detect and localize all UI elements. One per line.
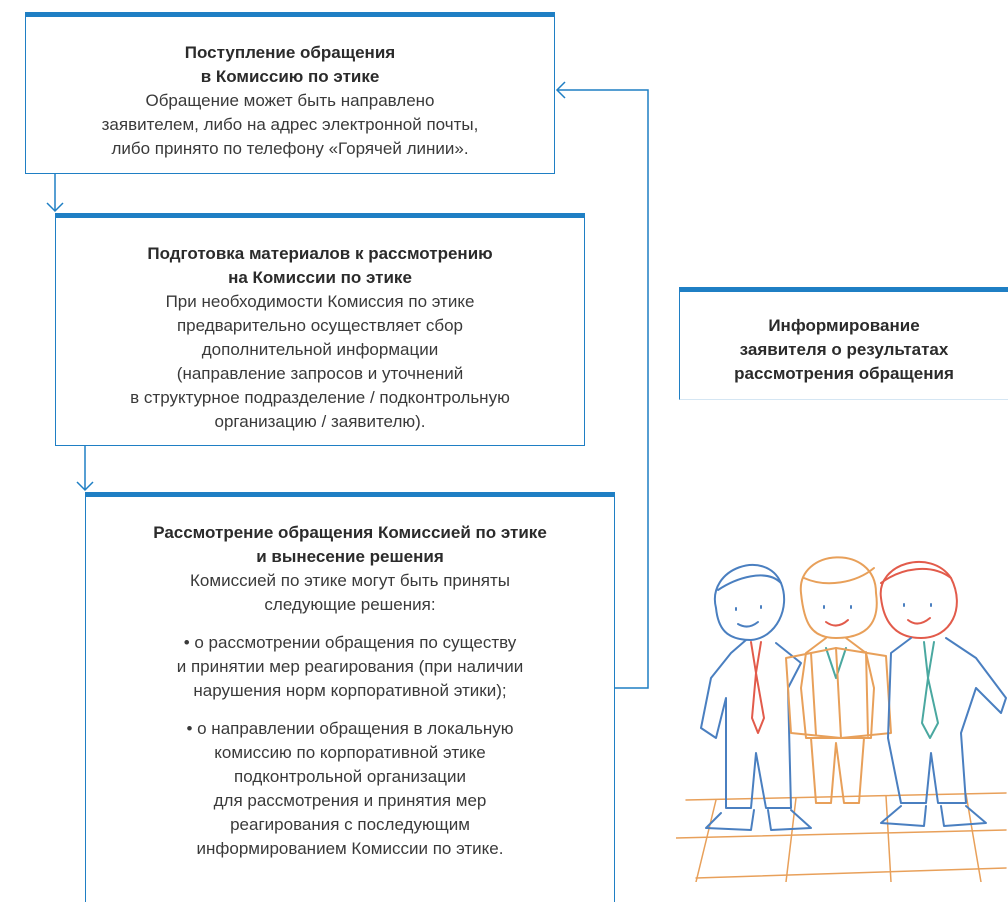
arrowhead-step3 [76, 481, 94, 492]
step-notification-box: Информирование заявителя о результатах р… [679, 287, 1008, 400]
woman-figure [799, 556, 878, 804]
step-receipt-text: Обращение может быть направлено заявител… [101, 91, 479, 158]
step-preparation-title: Подготовка материалов к рассмотрению на … [147, 244, 493, 287]
step-notification-title: Информирование заявителя о результатах р… [734, 316, 954, 383]
step-review-text: Комиссией по этике могут быть приняты сл… [190, 571, 510, 614]
arrowhead-step1 [555, 81, 566, 99]
decision-bullet-merits: • о рассмотрении обращения по существу и… [176, 633, 524, 700]
right-man-body [880, 603, 1007, 827]
step-preparation-box: Подготовка материалов к рассмотрению на … [55, 213, 585, 446]
step-receipt-title: Поступление обращения в Комиссию по этик… [184, 43, 396, 86]
step-receipt-box: Поступление обращения в Комиссию по этик… [25, 12, 555, 174]
decision-bullet-local-commission: • о направлении обращения в локальную ко… [186, 719, 514, 858]
step-preparation-text: При необходимости Комиссия по этике пред… [130, 292, 510, 431]
colleagues-illustration [676, 556, 1007, 882]
step-review-box: Рассмотрение обращения Комиссией по этик… [85, 492, 615, 902]
arrowhead-step2 [46, 202, 64, 213]
map-paper [785, 647, 892, 739]
right-man-figure [879, 561, 958, 639]
left-man-figure [700, 564, 812, 831]
step-review-title: Рассмотрение обращения Комиссией по этик… [153, 523, 547, 566]
